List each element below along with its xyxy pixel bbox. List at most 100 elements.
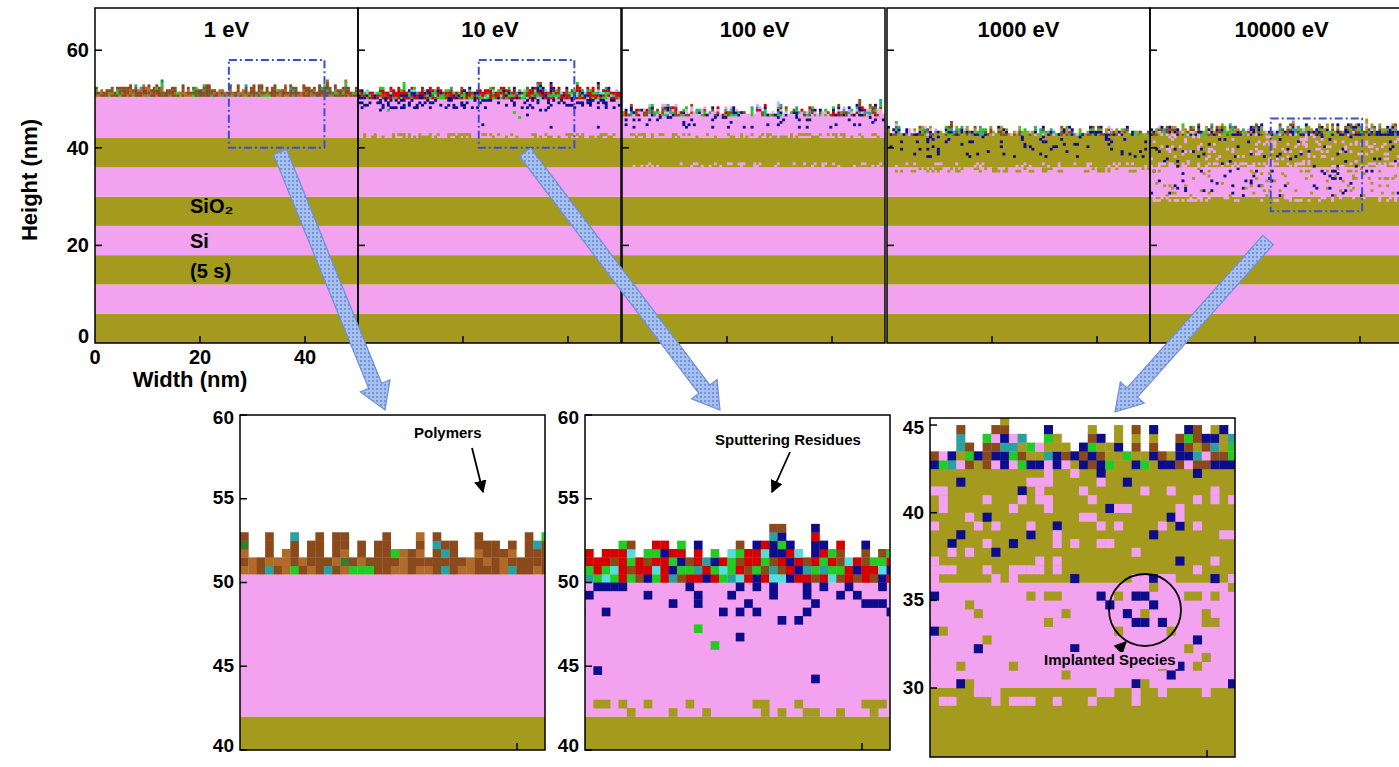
cell <box>607 97 610 100</box>
cell <box>408 97 411 100</box>
cell <box>1097 133 1100 136</box>
cell <box>266 92 269 95</box>
cell <box>1045 140 1048 143</box>
cell <box>260 87 263 90</box>
cell <box>169 92 172 95</box>
cell <box>919 148 922 151</box>
cell <box>560 94 563 97</box>
cell <box>453 106 456 109</box>
cell <box>926 140 929 143</box>
cell <box>100 94 103 97</box>
cell <box>218 94 221 97</box>
cell <box>727 111 730 114</box>
cell <box>161 89 164 92</box>
cell <box>958 170 961 173</box>
cell <box>916 133 919 136</box>
cell <box>777 162 780 165</box>
cell <box>447 89 450 92</box>
cell <box>858 123 861 126</box>
cell <box>950 128 953 131</box>
cell <box>696 114 699 117</box>
cell <box>1129 170 1132 173</box>
cell <box>361 101 364 104</box>
cell <box>1039 128 1042 131</box>
cell <box>421 97 424 100</box>
cell <box>558 89 561 92</box>
cell <box>1153 170 1156 173</box>
cell <box>308 87 311 90</box>
cell <box>589 94 592 97</box>
cell <box>411 99 414 102</box>
cell <box>1176 199 1179 202</box>
cell <box>552 87 555 90</box>
cell <box>216 92 219 95</box>
cell <box>600 92 603 95</box>
cell <box>390 87 393 90</box>
cell <box>413 136 416 139</box>
cell <box>613 94 616 97</box>
cell <box>856 106 859 109</box>
cell <box>630 104 633 107</box>
cell <box>466 101 469 104</box>
cell <box>1171 192 1174 195</box>
cell <box>711 106 714 109</box>
cell <box>651 106 654 109</box>
cell <box>995 133 998 136</box>
cell <box>840 133 843 136</box>
cell <box>979 128 982 131</box>
cell <box>481 92 484 95</box>
cell <box>811 109 814 112</box>
cell <box>510 99 513 102</box>
cell <box>1063 143 1066 146</box>
cell <box>735 109 738 112</box>
cell <box>648 162 651 165</box>
cell <box>1174 165 1177 168</box>
cell <box>1168 136 1171 139</box>
cell <box>764 114 767 117</box>
cell <box>1024 167 1027 170</box>
cell <box>302 94 305 97</box>
cell <box>856 109 859 112</box>
cell <box>182 89 185 92</box>
cell <box>613 97 616 100</box>
cell <box>579 97 582 100</box>
cell <box>295 92 298 95</box>
cell <box>208 84 211 87</box>
cell <box>466 97 469 100</box>
material-layer <box>95 97 358 138</box>
cell <box>911 133 914 136</box>
cell <box>1047 167 1050 170</box>
cell <box>934 131 937 134</box>
cell <box>411 89 414 92</box>
cell <box>502 94 505 97</box>
cell <box>1097 128 1100 131</box>
cell <box>308 94 311 97</box>
cell <box>714 136 717 139</box>
cell <box>384 99 387 102</box>
cell <box>468 94 471 97</box>
cell <box>814 111 817 114</box>
cell <box>463 106 466 109</box>
cell <box>1182 199 1185 202</box>
cell <box>489 97 492 100</box>
cell <box>1068 131 1071 134</box>
cell <box>437 89 440 92</box>
cell <box>974 165 977 168</box>
cell <box>869 106 872 109</box>
cell <box>205 94 208 97</box>
cell <box>489 133 492 136</box>
cell <box>837 165 840 168</box>
cell <box>919 126 922 129</box>
cell <box>234 92 237 95</box>
cell <box>192 87 195 90</box>
cell <box>654 111 657 114</box>
cell <box>1168 162 1171 165</box>
cell <box>1034 133 1037 136</box>
cell <box>1052 131 1055 134</box>
cell <box>460 104 463 107</box>
cell <box>497 94 500 97</box>
cell <box>510 94 513 97</box>
cell <box>518 97 521 100</box>
cell <box>397 97 400 100</box>
cell <box>780 121 783 124</box>
